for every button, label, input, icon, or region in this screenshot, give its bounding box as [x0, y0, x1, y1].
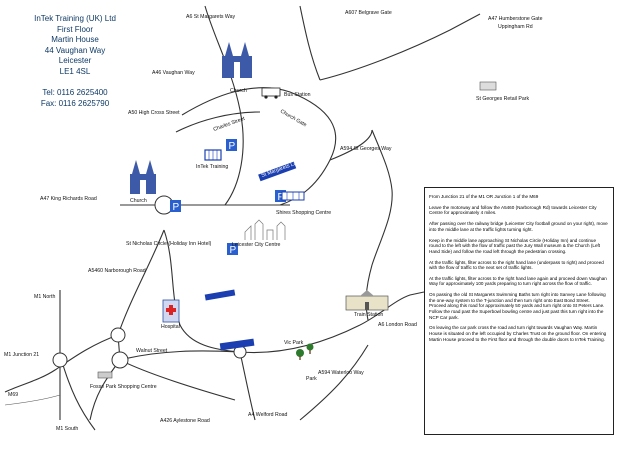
- street-tag: [204, 289, 236, 301]
- road-label: M1 South: [56, 426, 78, 432]
- road-label: A50 High Cross Street: [128, 110, 180, 116]
- street-tag: [219, 338, 255, 351]
- address-line: Martin House: [51, 35, 99, 44]
- spacer: [20, 77, 130, 88]
- shopping-centre-icon: [281, 191, 305, 201]
- place-label: Bus Station: [284, 92, 311, 98]
- place-label: Church: [230, 88, 247, 94]
- company-address-block: InTek Training (UK) Ltd First Floor Mart…: [20, 14, 130, 109]
- road-label: A47 King Richards Road: [40, 196, 97, 202]
- directions-step: Leave the motorway and follow the A5460 …: [429, 204, 597, 216]
- road-label: A6 St Margarets Way: [186, 14, 236, 20]
- place-label: St Georges Retail Park: [476, 96, 529, 102]
- directions-step: At the traffic lights, filter across to …: [429, 259, 604, 271]
- road-label: M1 North: [34, 294, 55, 300]
- place-label: Hospital: [161, 324, 180, 330]
- road-label: A594 St Georges Way: [340, 146, 392, 152]
- telephone: Tel: 0116 2625400: [42, 88, 108, 97]
- address-line: First Floor: [57, 24, 93, 34]
- road-label: Church Gate: [279, 109, 308, 129]
- road-label: A5460 Narborough Road: [88, 268, 146, 274]
- svg-text:P: P: [229, 141, 236, 152]
- church-icon: [222, 42, 252, 78]
- address-line: Leicester: [58, 56, 92, 65]
- road-label: A594 Waterloo Way: [318, 370, 364, 376]
- directions-step: On passing the old St Margarets Swimming…: [429, 292, 606, 320]
- svg-text:P: P: [173, 202, 180, 213]
- place-label: Fosse Park Shopping Centre: [90, 384, 157, 390]
- place-label: Shires Shopping Centre: [276, 210, 331, 216]
- place-label: Leicester City Centre: [232, 242, 281, 248]
- fax: Fax: 0116 2625790: [40, 98, 110, 108]
- retail-park-icon: [97, 371, 113, 379]
- directions-step: Keep in the middle lane approaching St N…: [429, 237, 601, 254]
- road-label: M1 Junction 21: [4, 352, 39, 358]
- company-name: InTek Training (UK) Ltd: [34, 14, 116, 23]
- place-label: Park: [306, 376, 317, 382]
- parking-icon: P: [275, 190, 286, 203]
- road-label: A6 London Road: [378, 322, 417, 328]
- road-label: Walnut Street: [136, 348, 168, 354]
- city-skyline-icon: [244, 219, 286, 240]
- road-network: [4, 5, 481, 431]
- road-label: A4 Welford Road: [248, 412, 288, 418]
- retail-park-icon: [479, 81, 497, 91]
- bus-icon: [261, 87, 281, 99]
- hospital-icon: [162, 299, 180, 323]
- road-label: A607 Belgrave Gate: [345, 10, 392, 16]
- directions-panel: From Junction 21 of the M1 OR Junction 1…: [424, 187, 614, 435]
- road-label: Charles Street: [213, 116, 247, 133]
- directions-title: From Junction 21 of the M1 OR Junction 1…: [429, 194, 539, 199]
- church-icon: [130, 160, 156, 194]
- intek-building-icon: [204, 149, 222, 161]
- parking-icon: P: [226, 139, 237, 152]
- road-label: A47 Humberstone Gate: [488, 16, 543, 22]
- postcode: LE1 4SL: [59, 66, 91, 76]
- place-label: Church: [130, 198, 147, 204]
- place-label: Train Station: [354, 312, 383, 318]
- roundabouts: [52, 195, 247, 369]
- road-label: A426 Aylestone Road: [160, 418, 210, 424]
- parking-icon: P: [170, 200, 181, 213]
- park-trees-icon: [296, 343, 314, 360]
- parking-icon: P: [227, 243, 238, 256]
- directions-step: After passing over the railway bridge (L…: [429, 221, 608, 232]
- svg-text:P: P: [278, 192, 285, 203]
- directions-step: At the traffic lights, filter across to …: [429, 275, 607, 287]
- street-tag: [258, 161, 297, 182]
- place-label: St Margarets Lane: [261, 159, 303, 179]
- svg-text:P: P: [230, 245, 237, 256]
- road-label: M69: [8, 392, 18, 398]
- road-label: Uppingham Rd: [498, 24, 533, 30]
- directions-step: On leaving the car park cross the road a…: [429, 325, 607, 342]
- place-label: Vic Park: [284, 340, 304, 346]
- train-station-icon: [345, 290, 389, 311]
- place-label: InTek Training: [196, 164, 228, 170]
- address-line: 44 Vaughan Way: [44, 45, 106, 55]
- road-label: St Nicholas Circle (Holiday Inn Hotel): [126, 241, 212, 247]
- road-label: A46 Vaughan Way: [152, 70, 195, 76]
